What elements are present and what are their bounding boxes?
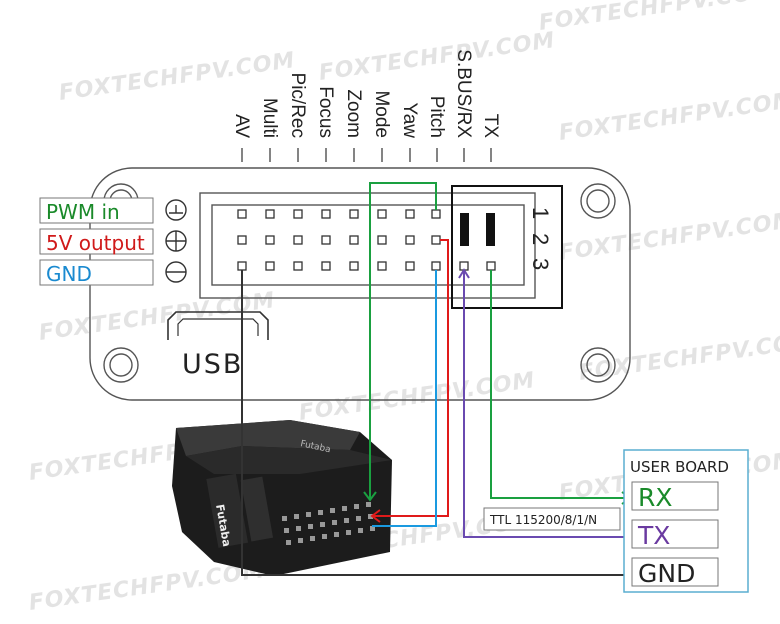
user-board-rx: RX xyxy=(638,483,673,512)
usb-label: USB xyxy=(182,349,243,380)
pin-label-pitch: Pitch xyxy=(426,96,447,138)
pin-leaders xyxy=(241,148,492,162)
wire-purple-tx xyxy=(463,270,632,538)
pin-label-multi: Multi xyxy=(259,98,280,138)
pin-label-yaw: Yaw xyxy=(399,102,420,138)
user-board-gnd: GND xyxy=(638,559,695,588)
ttl-label-box xyxy=(483,507,621,531)
port-number-2: 2 xyxy=(528,233,553,245)
user-board-title: USER BOARD xyxy=(630,458,729,476)
user-board-tx-box xyxy=(631,519,719,549)
wire-red-5v xyxy=(372,239,449,517)
pin-label-av: AV xyxy=(231,114,252,138)
legend-box-pwm xyxy=(39,197,154,224)
rc-receiver: Futaba Futaba xyxy=(172,420,392,576)
legend-box-gnd xyxy=(39,259,154,286)
watermark-text: FOXTECHFPV.COM xyxy=(317,28,557,86)
watermark-text: FOXTECHFPV.COM xyxy=(297,368,537,426)
wire-black-gnd xyxy=(241,270,632,576)
watermark-text: FOXTECHFPV.COM xyxy=(537,0,777,36)
legend-5v-output: 5V output xyxy=(46,231,145,255)
pin-label-mode: Mode xyxy=(371,90,392,138)
pin-labels: AV Multi Pic/Rec Focus Zoom Mode Yaw Pit… xyxy=(231,49,501,138)
port-number-3: 3 xyxy=(528,258,553,270)
wire-green-rx xyxy=(490,270,630,499)
pin-label-tx: TX xyxy=(480,114,501,139)
port-number-1: 1 xyxy=(528,207,553,219)
watermark-text: FOXTECHFPV.COM xyxy=(37,288,277,346)
pin-label-zoom: Zoom xyxy=(343,89,364,138)
legend-gnd: GND xyxy=(46,262,92,286)
uart-connectors xyxy=(460,213,495,246)
watermark-text: FOXTECHFPV.COM xyxy=(557,88,780,146)
legend: PWM in 5V output GND xyxy=(39,197,154,286)
pin-label-focus: Focus xyxy=(315,86,336,138)
legend-pwm-in: PWM in xyxy=(46,200,120,224)
user-board-rx-box xyxy=(631,481,719,511)
watermark-text: FOXTECHFPV.COM xyxy=(27,558,267,616)
wire-blue-gnd xyxy=(372,270,437,527)
header-pins xyxy=(237,209,496,271)
wire-green-pwm xyxy=(369,182,437,500)
controller-board xyxy=(89,167,631,401)
pin-label-pic-rec: Pic/Rec xyxy=(287,73,308,138)
legend-box-5v xyxy=(39,228,154,255)
port-numbers: 1 2 3 xyxy=(528,207,553,270)
wires xyxy=(241,182,632,576)
user-board-tx: TX xyxy=(637,521,670,550)
pin-label-sbus-rx: S.BUS/RX xyxy=(453,49,474,138)
watermark-text: FOXTECHFPV.COM xyxy=(577,328,780,386)
ttl-label: TTL 115200/8/1/N xyxy=(489,513,597,527)
user-board-gnd-box xyxy=(631,557,719,587)
user-board: USER BOARD RX TX GND xyxy=(623,449,749,593)
